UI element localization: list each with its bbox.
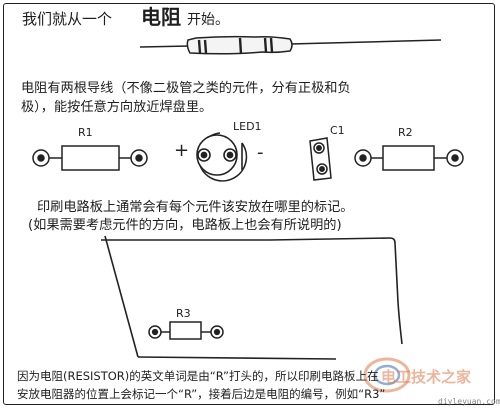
page-frame: [3, 3, 495, 405]
paragraph-3-line-1: 因为电阻(RESISTOR)的英文单词是由“R”打头的，所以印刷电路板上在: [17, 369, 379, 383]
paragraph-2-line-1: 印刷电路板上通常会有每个元件该安放在哪里的标记。: [37, 200, 354, 215]
pcb-board-outline: [101, 235, 403, 360]
label-led1: LED1: [233, 120, 262, 133]
title-part-3: 开始。: [187, 12, 229, 28]
resistor-r1-icon: [32, 145, 148, 171]
label-r3: R3: [176, 307, 191, 320]
watermark-url: diyleyuan.com: [438, 397, 500, 406]
title-part-1: 我们就从一个: [22, 10, 113, 28]
label-led-minus: -: [257, 142, 264, 163]
paragraph-1-line-1: 电阻有两根导线（不像二极管之类的元件，分有正极和负: [21, 81, 351, 96]
watermark-brand: 电工技术之家: [381, 368, 472, 386]
capacitor-c1-icon: [309, 137, 332, 181]
resistor-r2-icon: [354, 145, 464, 171]
paragraph-3-line-2: 安放电阻器的位置上会标记一个“R”，接着后边是电阻的编号，例如“R3”: [17, 387, 386, 401]
top-resistor-icon: [139, 35, 442, 55]
title-emphasis: 电阻: [141, 5, 181, 29]
label-r2: R2: [398, 126, 413, 139]
led1-icon: [196, 132, 248, 182]
paragraph-2-line-2: (如果需要考虑元件的方向，电路板上也会有所说明的): [28, 218, 342, 233]
label-c1: C1: [330, 124, 345, 137]
resistor-r3-icon: [148, 321, 224, 340]
watermark-logo-icon: [363, 357, 411, 393]
label-led-plus: +: [174, 140, 190, 161]
label-r1: R1: [78, 126, 93, 139]
paragraph-1-line-2: 极），能按任意方向放近焊盘里。: [21, 100, 213, 115]
